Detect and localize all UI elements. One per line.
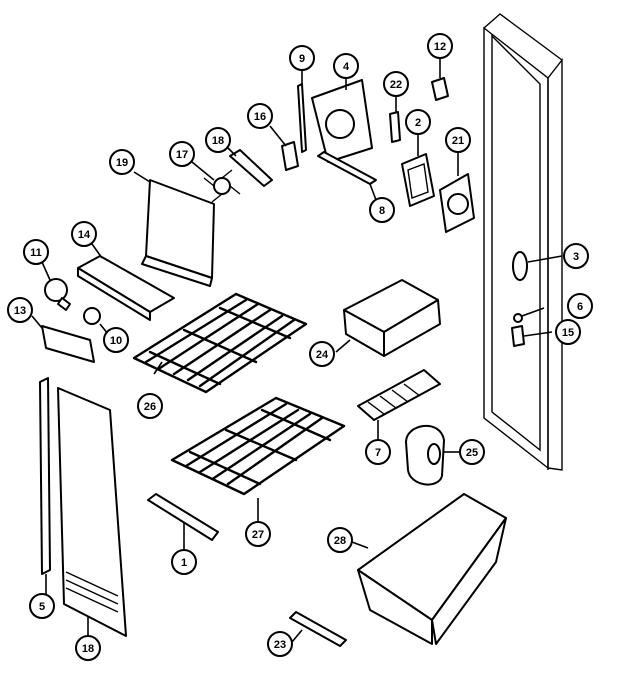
part-28-crisper	[351, 493, 507, 645]
svg-text:24: 24	[316, 349, 329, 361]
svg-text:4: 4	[343, 61, 350, 73]
part-13-lens	[31, 315, 95, 363]
callout-22: 22	[383, 71, 409, 97]
svg-text:22: 22	[390, 79, 402, 91]
svg-text:2: 2	[415, 117, 421, 129]
part-2-housing	[401, 134, 435, 207]
svg-text:12: 12	[434, 41, 446, 53]
svg-text:1: 1	[181, 557, 187, 569]
callout-11: 11	[23, 239, 49, 265]
part-4-bracket	[311, 76, 373, 163]
svg-text:16: 16	[254, 111, 266, 123]
part-22-post	[389, 94, 401, 143]
callout-15: 15	[555, 319, 581, 345]
callout-2: 2	[405, 109, 431, 135]
svg-text:18: 18	[212, 135, 224, 147]
callout-25: 25	[459, 439, 485, 465]
part-16-clip	[269, 125, 299, 171]
part-11-bulb	[41, 261, 71, 311]
callout-1: 1	[171, 549, 197, 575]
part-8-bar	[317, 151, 377, 201]
part-1-bar	[147, 493, 219, 550]
callout-28: 28	[327, 527, 353, 553]
callout-19: 19	[109, 149, 135, 175]
callout-14: 14	[71, 221, 97, 247]
svg-text:7: 7	[375, 447, 381, 459]
cabinet-liner	[483, 13, 563, 471]
part-24-door-shelf	[335, 279, 441, 357]
part-21-damper	[439, 152, 475, 233]
part-25-ice-bucket	[405, 424, 460, 486]
callout-7: 7	[365, 439, 391, 465]
callout-3: 3	[563, 243, 589, 269]
callout-5: 5	[29, 593, 55, 619]
callout-21: 21	[445, 127, 471, 153]
svg-text:28: 28	[334, 535, 346, 547]
callout-13: 13	[7, 297, 33, 323]
part-23-strip	[289, 611, 347, 647]
callout-6: 6	[567, 293, 593, 319]
part-17-fan	[191, 161, 241, 203]
callout-18-top: 18	[205, 127, 231, 153]
callout-9: 9	[289, 45, 315, 71]
callout-27: 27	[245, 521, 271, 547]
part-27-wire-rack	[170, 396, 346, 522]
svg-text:5: 5	[39, 601, 45, 613]
svg-text:26: 26	[144, 401, 156, 413]
callout-23: 23	[267, 631, 293, 657]
part-18-bracket	[227, 147, 273, 187]
part-3-button	[512, 251, 563, 281]
part-9-rod	[297, 70, 307, 153]
part-5-strip	[39, 377, 51, 594]
svg-text:6: 6	[577, 301, 583, 313]
part-26-wire-rack	[132, 292, 308, 394]
svg-text:3: 3	[573, 251, 579, 263]
callout-4: 4	[333, 53, 359, 79]
svg-text:25: 25	[466, 447, 478, 459]
part-12-connector	[431, 58, 449, 101]
callout-8: 8	[369, 197, 395, 223]
svg-text:21: 21	[452, 135, 464, 147]
callout-12: 12	[427, 33, 453, 59]
svg-text:14: 14	[78, 229, 91, 241]
part-18-panel	[57, 387, 127, 637]
part-10-socket	[83, 307, 109, 335]
svg-text:9: 9	[299, 53, 305, 65]
svg-text:27: 27	[252, 529, 264, 541]
callout-24: 24	[309, 341, 335, 367]
svg-text:15: 15	[562, 327, 574, 339]
part-14-light-housing	[77, 243, 175, 321]
part-7-ice-tray	[357, 369, 441, 440]
callout-16: 16	[247, 103, 273, 129]
callout-18-bottom: 18	[75, 635, 101, 661]
svg-text:11: 11	[30, 247, 42, 259]
svg-text:17: 17	[176, 149, 188, 161]
svg-text:13: 13	[14, 305, 26, 317]
part-15-screw	[511, 325, 553, 347]
part-19-evaporator-cover	[133, 171, 215, 287]
svg-text:23: 23	[274, 639, 286, 651]
callout-26: 26	[137, 393, 163, 419]
callout-10: 10	[103, 327, 129, 353]
svg-text:8: 8	[379, 205, 385, 217]
svg-text:19: 19	[116, 157, 128, 169]
callout-17: 17	[169, 141, 195, 167]
svg-text:10: 10	[110, 335, 122, 347]
part-6-screw	[513, 307, 545, 323]
svg-text:18: 18	[82, 643, 94, 655]
